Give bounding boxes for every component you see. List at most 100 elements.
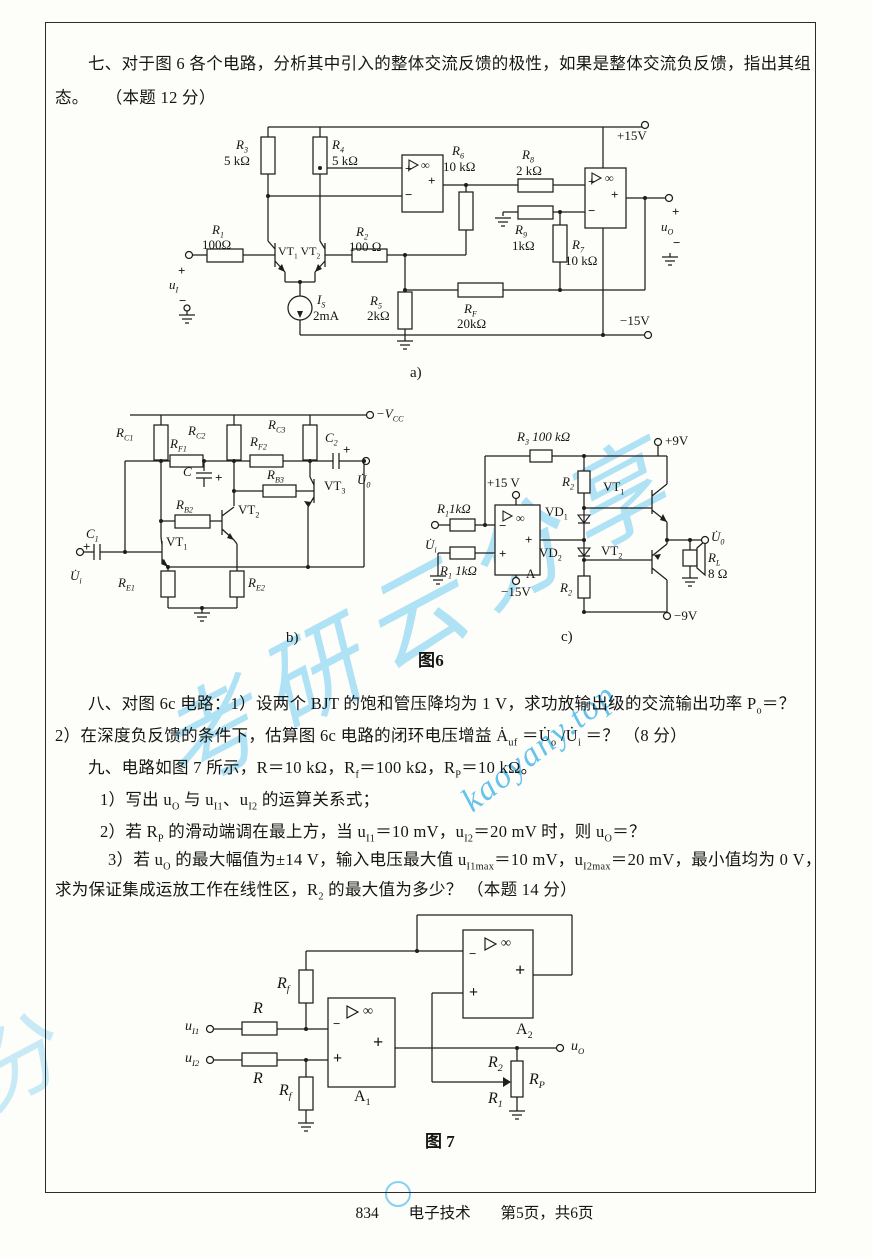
fig6a-r5-label: R5: [370, 293, 382, 311]
fig6b-vt2-label: VT2: [238, 502, 260, 520]
fig6a-opamp2-infinity-icon: ∞: [605, 171, 614, 185]
fig6b-c1-plus: +: [83, 539, 91, 554]
fig6a-r7-value: 10 kΩ: [565, 253, 598, 268]
fig6b-caption: b): [286, 630, 299, 646]
fig6c-vd2-label: VD2: [539, 545, 562, 563]
fig6b-vcc-label: −VCC: [376, 406, 404, 424]
fig6a-opamp2-output-plus: +: [611, 187, 619, 202]
fig6b-rf1-label: RF1: [170, 436, 187, 454]
fig6b-c2-plus: +: [343, 442, 351, 457]
fig7-a1-name-label: A1: [354, 1088, 371, 1109]
page-border-frame: [45, 22, 816, 1193]
fig6b-vt1-label: VT1: [166, 534, 188, 552]
fig6a-is-value: 2mA: [313, 308, 339, 323]
fig7-a2-minus-input: −: [469, 946, 477, 961]
question8-line1: 八、对图 6c 电路：1）设两个 BJT 的饱和管压降均为 1 V，求功放输出级…: [88, 694, 796, 717]
fig6a-r3-value: 5 kΩ: [224, 153, 250, 168]
fig6b-rb3-label: RB3: [267, 467, 284, 485]
footer-subject: 电子技术: [408, 1205, 471, 1222]
question9-item1: 1）写出 uO 与 uI1、uI2 的运算关系式；: [100, 790, 380, 813]
fig7-ui1-label: uI1: [185, 1019, 200, 1036]
fig6c-opamp-plus-input: +: [499, 546, 507, 561]
figure-6b-circuit: −VCC RC1 RF1 RC2 RF2 RC3 C2 + C + RB3 RB…: [70, 395, 430, 655]
fig6a-output-label: uO: [661, 219, 674, 237]
question9-intro: 九、电路如图 7 所示，R＝10 kΩ，Rf＝100 kΩ，RP＝10 kΩ。: [88, 758, 538, 781]
fig6a-input-minus: −: [179, 293, 187, 308]
fig6c-vd1-label: VD1: [545, 504, 568, 522]
fig6b-output-label: U̇0: [357, 472, 371, 490]
question7-line1: 七、对于图 6 各个电路，分析其中引入的整体交流反馈的极性，如果是整体交流负反馈…: [88, 54, 811, 73]
fig6b-c1-label: C1: [86, 526, 99, 544]
fig6c-supply-neg9-label: −9V: [674, 608, 698, 623]
fig7-a2-infinity-icon: ∞: [501, 936, 511, 951]
fig6b-rc2-label: RC2: [188, 423, 206, 441]
fig6a-r5-value: 2kΩ: [367, 308, 390, 323]
fig6b-rc1-label: RC1: [116, 425, 134, 443]
fig6a-rf-value: 20kΩ: [457, 316, 487, 331]
fig6a-output-plus: +: [672, 204, 680, 219]
fig6a-input-plus: +: [178, 263, 186, 278]
fig6c-rl-label: RL: [708, 550, 721, 568]
question9-item3-line1: 3）若 uO 的最大幅值为±14 V，输入电压最大值 uI1max＝10 mV，…: [108, 850, 822, 873]
fig6a-r8-label: R8: [522, 147, 534, 165]
fig7-rf-top-label: Rf: [277, 975, 290, 996]
question9-item3-line2: 求为保证集成运放工作在线性区，R2 的最大值为多少？ （本题 14 分）: [55, 880, 577, 903]
fig6a-input-label: uI: [169, 277, 179, 295]
fig6b-rf2-label: RF2: [250, 434, 267, 452]
fig7-a1-minus-input: −: [333, 1016, 341, 1031]
fig7-r1-label: R1: [488, 1090, 503, 1111]
figure-6a-schematic: [179, 120, 678, 350]
fig6a-r1-label: R1: [212, 222, 224, 240]
fig6b-vt3-label: VT3: [324, 478, 346, 496]
fig7-a1-infinity-icon: ∞: [363, 1004, 373, 1019]
fig6a-output-minus: −: [673, 235, 681, 250]
fig6a-caption: a): [410, 365, 422, 381]
footer-course-code: 834: [355, 1205, 379, 1222]
figure-6c-schematic: [430, 437, 710, 621]
fig6a-opamp2-plus-input: +: [588, 174, 596, 189]
fig7-rf-bottom-label: Rf: [279, 1082, 292, 1103]
fig6a-r9-label: R9: [515, 222, 527, 240]
fig6c-opamp-name-label: A: [526, 566, 536, 581]
fig7-rp-label: RP: [529, 1071, 545, 1092]
figure6-caption: 图6: [418, 651, 445, 670]
fig6c-output-label: U̇0: [711, 529, 725, 547]
fig7-a2-name-label: A2: [516, 1021, 533, 1042]
fig6b-input-label: U̇i: [70, 568, 82, 586]
fig6a-opamp1-plus-input: +: [405, 161, 413, 176]
fig6a-r8-value: 2 kΩ: [516, 163, 542, 178]
fig6c-opamp-infinity-icon: ∞: [516, 511, 525, 525]
page-footer: 834 电子技术 第5页，共6页: [45, 1201, 859, 1223]
fig7-r2-label: R2: [488, 1054, 503, 1075]
fig7-caption: 图 7: [425, 1132, 455, 1151]
fig6b-re1-label: RE1: [118, 575, 135, 593]
fig7-a2-output-plus: +: [515, 960, 526, 980]
fig6a-opamp1-minus-input: −: [405, 187, 413, 202]
fig6a-r4-value: 5 kΩ: [332, 153, 358, 168]
fig6a-r6-value: 10 kΩ: [443, 159, 476, 174]
figure-7-circuit: Rf R uI1 uI2 R Rf ∞ − + + A1 ∞ − + + A2 …: [185, 905, 615, 1160]
fig6a-rf-label: RF: [464, 301, 477, 319]
fig6a-r6-label: R6: [452, 143, 464, 161]
fig6c-r1-top-label: R11kΩ: [437, 501, 471, 519]
fig7-a1-plus-input: +: [333, 1050, 343, 1067]
fig6b-re2-label: RE2: [248, 575, 265, 593]
fig7-a1-output-plus: +: [373, 1032, 384, 1052]
fig6a-vt1-vt2-label: VT1 VT2: [278, 244, 321, 261]
fig6c-caption: c): [561, 629, 573, 645]
fig6c-opamp-output-plus: +: [525, 532, 533, 547]
fig6a-r2-value: 100 Ω: [349, 239, 382, 254]
fig6a-opamp1-infinity-icon: ∞: [421, 158, 430, 172]
fig6b-rc3-label: RC3: [268, 417, 286, 435]
question7-line2: 态。 （本题 12 分）: [55, 88, 216, 107]
fig6c-r2-bottom-label: R2: [560, 580, 572, 598]
fig6c-vt2-label: VT2: [601, 543, 623, 561]
fig6a-is-label: IS: [317, 292, 326, 310]
figure-7-schematic: [205, 914, 573, 1132]
figure-6c-circuit: R3 100 kΩ +9V +15 V R11kΩ U̇i R1 1kΩ ∞ −…: [425, 420, 755, 660]
fig6c-supply-pos15-label: +15 V: [487, 475, 520, 490]
fig6a-r2-label: R2: [356, 224, 368, 242]
figure-6a-circuit: +15V R3 5 kΩ R4 5 kΩ ∞ + − + R6 10 kΩ R8…: [60, 112, 760, 381]
fig6a-r9-value: 1kΩ: [512, 238, 535, 253]
fig6a-r1-value: 100Ω: [202, 237, 232, 252]
